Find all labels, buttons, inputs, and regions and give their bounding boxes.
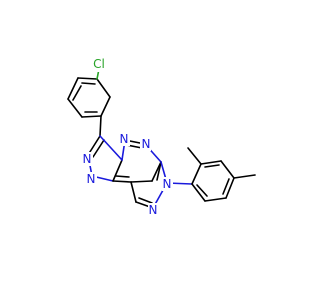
pyrazole-bottom-nitrogen-label: N <box>149 203 158 217</box>
ortho-methyl-bond <box>187 147 202 165</box>
triazole-bridge-nitrogen-label: N <box>120 132 129 146</box>
aryl-triazole-bond <box>99 115 102 137</box>
pyrimidine-ring <box>112 139 162 183</box>
dimethylphenyl-ring <box>191 160 235 202</box>
molecule-structure-diagram: Cl N N N N N N <box>67 57 256 217</box>
pyrimidine-nitrogen-label: N <box>142 137 151 151</box>
triazole-nitrogen-1-label: N <box>83 152 92 166</box>
chlorophenyl-ring <box>67 77 111 118</box>
triazole-nitrogen-2-label: N <box>87 172 96 186</box>
chlorine-atom-label: Cl <box>93 57 105 71</box>
para-methyl-bond <box>233 174 256 179</box>
pyrazole-aryl-nitrogen-label: N <box>163 177 172 191</box>
